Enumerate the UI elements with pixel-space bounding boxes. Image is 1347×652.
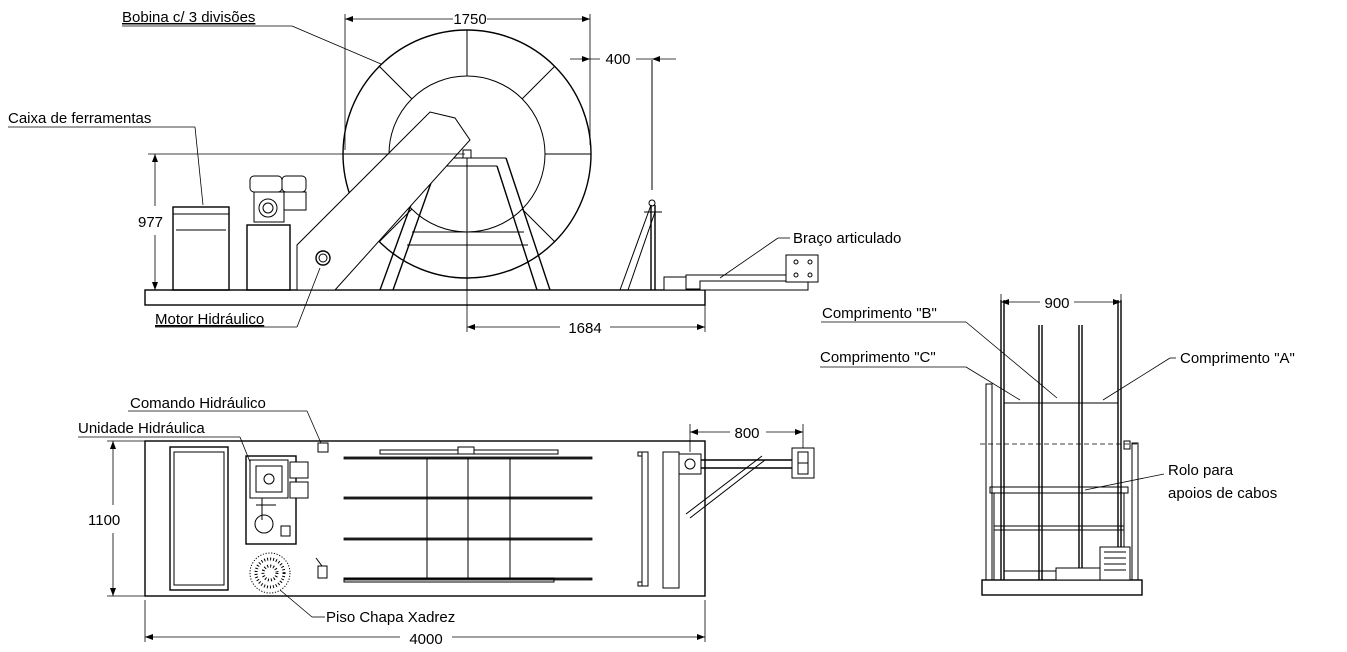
end-platform bbox=[981, 579, 1143, 596]
label-rolo-2: apoios de cabos bbox=[1168, 485, 1277, 502]
label-comp-a: Comprimento "A" bbox=[1180, 350, 1295, 367]
dim-1684: 1684 bbox=[568, 320, 601, 337]
side-platform bbox=[144, 289, 706, 306]
top-platform bbox=[144, 440, 706, 597]
dim-1100: 1100 bbox=[88, 512, 120, 529]
label-comp-b: Comprimento "B" bbox=[822, 305, 937, 322]
dim-4000: 4000 bbox=[409, 631, 442, 648]
top-view: 1100 800 4000 Comando Hidráulico Unidade… bbox=[78, 395, 815, 648]
comando-box bbox=[317, 442, 329, 453]
label-piso: Piso Chapa Xadrez bbox=[326, 609, 455, 626]
hydraulic-unit-side bbox=[246, 224, 291, 291]
label-caixa: Caixa de ferramentas bbox=[8, 110, 151, 127]
toolbox bbox=[172, 206, 230, 291]
dim-400: 400 bbox=[605, 51, 630, 68]
end-view: 900 Comprimento "B" Comprimento "C" Comp… bbox=[820, 294, 1295, 596]
label-unidade: Unidade Hidráulica bbox=[78, 420, 205, 437]
dim-977: 977 bbox=[138, 214, 163, 231]
label-motor: Motor Hidráulico bbox=[155, 311, 264, 328]
label-braco: Braço articulado bbox=[793, 230, 901, 247]
label-comando: Comando Hidráulico bbox=[130, 395, 266, 412]
label-comp-c: Comprimento "C" bbox=[820, 349, 936, 366]
dim-900: 900 bbox=[1044, 295, 1069, 312]
label-bobina: Bobina c/ 3 divisões bbox=[122, 9, 255, 26]
side-view: 1750 400 977 1684 Bobina c/ 3 divisões C… bbox=[8, 9, 901, 337]
label-rolo-1: Rolo para bbox=[1168, 462, 1234, 479]
motor-arm bbox=[296, 111, 471, 291]
dim-1750: 1750 bbox=[453, 11, 486, 28]
hydraulic-unit-top bbox=[245, 455, 297, 545]
dim-800: 800 bbox=[734, 425, 759, 442]
motor-hidraulico bbox=[315, 250, 331, 266]
